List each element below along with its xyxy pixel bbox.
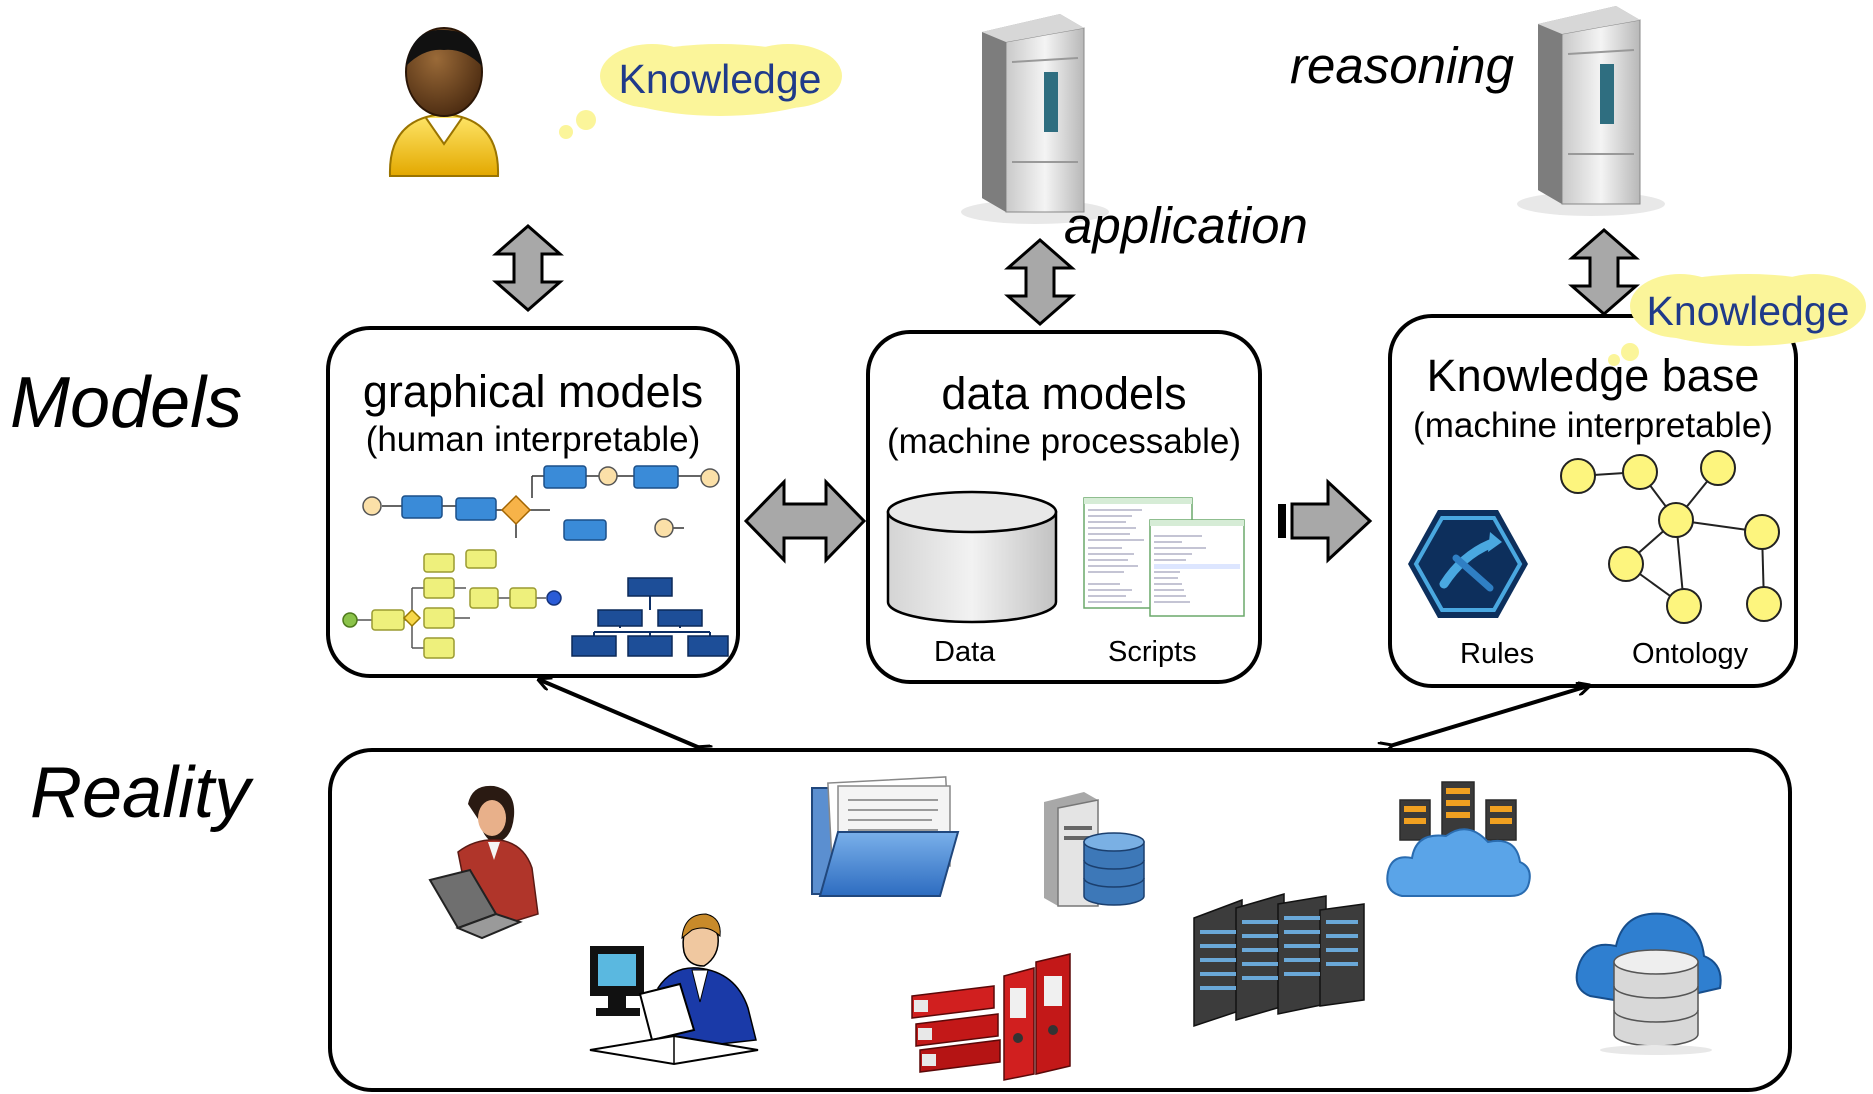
folder-icon <box>811 776 960 897</box>
box-subtitle: (machine processable) <box>886 422 1242 461</box>
scripts-caption: Scripts <box>1108 636 1197 668</box>
script-document-icon <box>1083 497 1245 617</box>
bidirectional-vertical-arrow <box>492 224 564 312</box>
data-caption: Data <box>934 636 996 668</box>
knowledge-thought-bubble: Knowledge <box>559 36 848 139</box>
database-cylinder-icon <box>886 490 1058 624</box>
box-title: data models <box>941 368 1187 419</box>
cloud-server-icon <box>1386 781 1531 897</box>
right-arrow <box>1278 478 1373 564</box>
process-flow-icon <box>342 549 562 659</box>
ontology-graph-icon <box>1560 450 1782 624</box>
reasoning-label: reasoning <box>1290 37 1514 94</box>
reality-label: Reality <box>30 753 251 833</box>
rules-caption: Rules <box>1460 638 1535 670</box>
process-flow-icon <box>362 465 720 541</box>
knowledge-bubble-text: Knowledge <box>618 56 822 102</box>
knowledge-thought-bubble: Knowledge <box>1608 264 1870 366</box>
cloud-database-icon <box>1575 912 1722 1055</box>
server-rack-icon <box>1193 893 1365 1028</box>
person-icon <box>388 27 500 177</box>
knowledge-bubble-text: Knowledge <box>1646 288 1850 334</box>
bidirectional-horizontal-arrow <box>743 478 867 564</box>
ontology-caption: Ontology <box>1632 638 1749 670</box>
rules-hexagon-icon <box>1408 510 1528 618</box>
knowledge-base-box: Knowledge base (machine interpretable) R… <box>1388 314 1798 688</box>
woman-laptop-icon <box>428 785 539 940</box>
server-icon <box>1517 6 1665 216</box>
server-icon <box>961 14 1109 224</box>
models-label: Models <box>10 363 243 443</box>
box-title: graphical models <box>362 366 704 417</box>
binders-icon <box>911 953 1071 1081</box>
box-subtitle: (human interpretable) <box>365 420 701 459</box>
org-chart-icon <box>571 577 729 657</box>
box-subtitle: (machine interpretable) <box>1413 406 1773 445</box>
data-models-box: data models (machine processable) Data S… <box>866 330 1262 684</box>
bidirectional-vertical-arrow <box>1004 238 1076 326</box>
server-database-icon <box>1044 792 1145 907</box>
application-label: application <box>1064 197 1308 254</box>
man-reading-icon <box>589 913 759 1066</box>
box-title: Knowledge base <box>1426 350 1760 401</box>
